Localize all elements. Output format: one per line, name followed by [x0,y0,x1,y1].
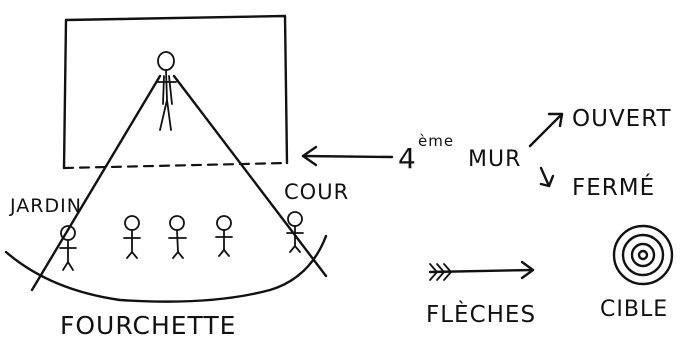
stage-left-wall [62,18,68,170]
mur-suffix: ème [418,132,454,150]
cible-label: CIBLE [600,297,668,322]
fourth-wall-line [62,161,289,170]
mur-number: 4 [398,142,417,175]
spectator-icon [215,215,233,257]
actor-figure-icon [157,51,177,131]
spectator-icon [59,225,77,271]
ferme-arrow [539,166,555,188]
cour-label: COUR [284,180,349,204]
ferme-label: FERMÉ [572,173,655,201]
spectator-icon [123,215,141,259]
fourth-wall-caption: 4 ème MUR [398,132,521,175]
ouvert-arrow [528,112,564,148]
stage-box [62,14,289,170]
sight-lines [30,74,328,292]
ouvert-label: OUVERT [572,106,672,132]
spectator-icon [168,215,187,259]
fourchette-label: FOURCHETTE [60,311,236,340]
audience-arc [4,234,328,303]
sight-line-right [172,74,328,278]
spectator-icon [286,211,304,253]
fleches-label: FLÈCHES [426,300,536,328]
sight-line-left [30,74,162,292]
fourth-wall-arrow [301,145,394,167]
arrow-fletching-icon [428,260,535,281]
stage-outline [64,14,289,165]
mur-label: MUR [468,147,521,172]
target-icon [612,224,674,286]
spectator-figures [59,211,304,271]
jardin-label: JARDIN [9,195,82,217]
